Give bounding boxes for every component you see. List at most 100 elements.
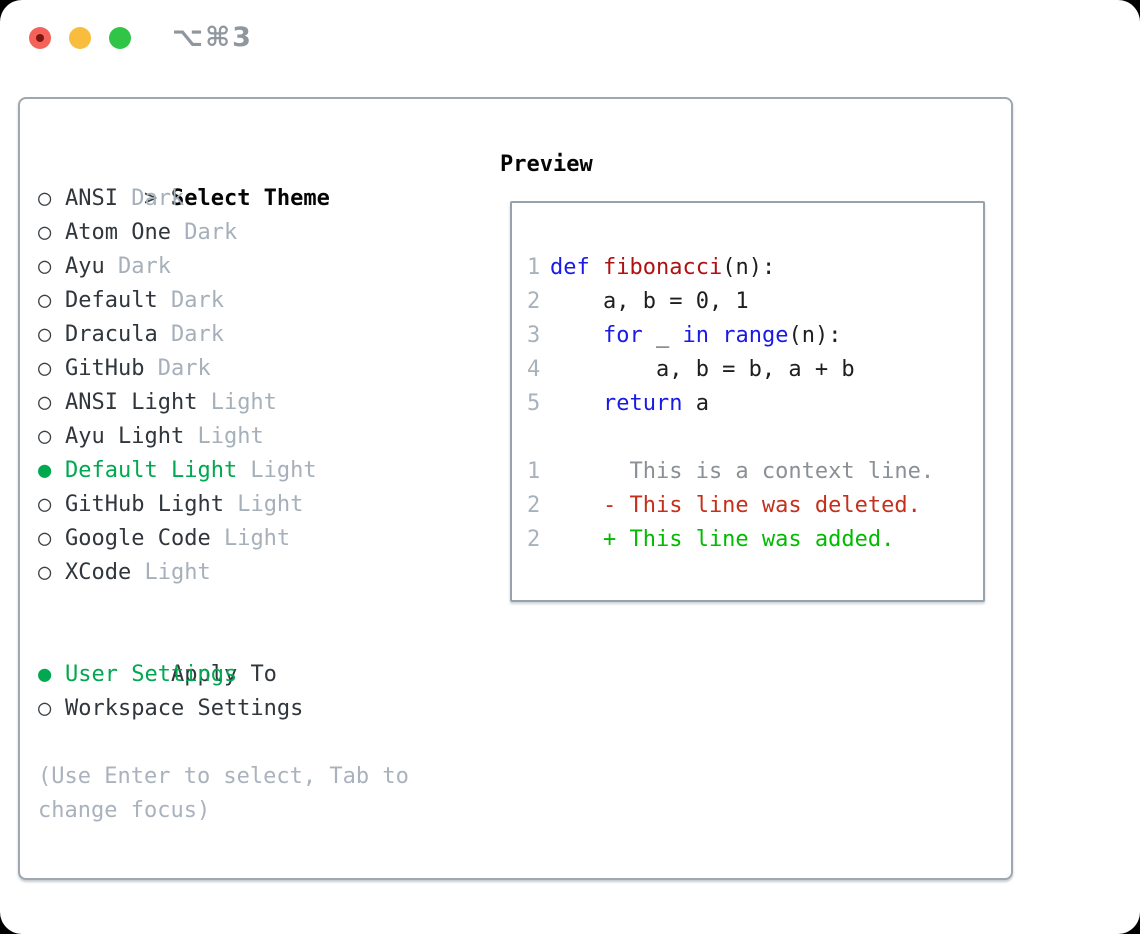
theme-list: ○ANSI Dark○Atom One Dark○Ayu Dark○Defaul… (38, 182, 468, 590)
code-segment: (n): (722, 255, 776, 280)
theme-option-label: XCode (65, 560, 132, 585)
cursor-icon: > (143, 186, 158, 211)
apply-to-list: ● User Settings ○ Workspace Settings (38, 658, 468, 726)
variant-label: Light (184, 424, 264, 449)
code-line: 2 a, b = 0, 1 (527, 285, 983, 319)
theme-option-label: Default (65, 288, 158, 313)
theme-option-label: ANSI (65, 186, 118, 211)
code-segment (550, 323, 603, 348)
code-segment: for (602, 323, 643, 348)
radio-icon: ● (38, 458, 52, 483)
code-segment: a (682, 391, 709, 416)
main-panel: >Select Theme ○ANSI Dark○Atom One Dark○A… (18, 97, 1013, 880)
theme-option[interactable]: ● Default Light Light (38, 454, 468, 488)
theme-list-title: Select Theme (170, 186, 330, 211)
radio-icon: ○ (38, 696, 52, 721)
apply-to-title: Apply To (170, 662, 277, 687)
code-segment: + This line was added. (550, 527, 895, 552)
theme-option-label: Ayu (65, 254, 105, 279)
line-number: 2 (527, 527, 541, 552)
code-line: 2 + This line was added. (527, 523, 983, 557)
theme-option-label: Ayu Light (65, 424, 185, 449)
theme-option[interactable]: ○ Ayu Light Light (38, 420, 468, 454)
theme-option[interactable]: ○ Atom One Dark (38, 216, 468, 250)
code-segment: return (602, 391, 683, 416)
code-line: 3 for _ in range(n): (527, 319, 983, 353)
hint-text: (Use Enter to select, Tab to change focu… (38, 764, 409, 823)
variant-label: Dark (117, 186, 185, 211)
apply-to-header: Apply To (38, 624, 468, 687)
line-number: 5 (527, 391, 541, 416)
code-segment: _ (642, 323, 683, 348)
variant-label: Dark (157, 322, 224, 347)
radio-icon: ○ (38, 492, 52, 517)
radio-icon: ○ (38, 220, 52, 245)
variant-label: Dark (170, 220, 238, 245)
radio-icon: ○ (38, 356, 52, 381)
radio-icon: ○ (38, 186, 52, 211)
spacer (38, 590, 468, 624)
theme-option[interactable]: ○ Default Dark (38, 284, 468, 318)
radio-icon: ○ (38, 322, 52, 347)
code-line: 4 a, b = b, a + b (527, 353, 983, 387)
radio-icon: ○ (38, 288, 52, 313)
theme-option[interactable]: ○GitHub Dark (38, 352, 468, 386)
radio-icon: ○ (38, 390, 52, 415)
theme-list-header: > Select Theme (38, 148, 468, 211)
variant-label: Light (210, 526, 291, 551)
radio-icon: ○ (38, 526, 52, 551)
window-shortcut-label: ⌥⌘3 (172, 22, 253, 53)
code-line: 5 return a (527, 387, 983, 421)
close-dot-icon (36, 34, 44, 42)
theme-column: >Select Theme ○ANSI Dark○Atom One Dark○A… (38, 148, 468, 828)
line-number: 2 (527, 493, 541, 518)
theme-option-label: ANSI Light (65, 390, 198, 415)
variant-label: Light (223, 492, 304, 517)
code-segment: def (550, 255, 590, 280)
theme-option-label: Default Light (65, 458, 238, 483)
variant-label: Light (237, 458, 317, 483)
variant-label: Dark (157, 288, 224, 313)
close-button[interactable] (29, 27, 51, 49)
line-number: 2 (527, 289, 541, 314)
theme-option[interactable]: ○ ANSI Light Light (38, 386, 468, 420)
line-number: 3 (527, 323, 541, 348)
apply-option[interactable]: ○ Workspace Settings (38, 692, 468, 726)
code-segment (709, 323, 722, 348)
theme-option-label: Google Code (65, 526, 211, 551)
theme-option[interactable]: ○ ANSI Dark (38, 182, 468, 216)
theme-option-label: Atom One (65, 220, 171, 245)
radio-icon: ● (38, 662, 52, 687)
theme-option[interactable]: ○Ayu Dark (38, 250, 468, 284)
apply-option-label: User Settings (65, 662, 238, 687)
minimize-button[interactable] (69, 27, 91, 49)
variant-label: Light (131, 560, 211, 585)
code-segment (590, 255, 603, 280)
code-segment (550, 391, 603, 416)
apply-option-label: Workspace Settings (65, 696, 304, 721)
code-segment: - This line was deleted. (550, 493, 921, 518)
apply-option[interactable]: ● User Settings (38, 658, 468, 692)
line-number: 1 (527, 255, 541, 280)
variant-label: Dark (104, 254, 171, 279)
code-segment: (n): (788, 323, 842, 348)
zoom-button[interactable] (109, 27, 131, 49)
code-line: 2 - This line was deleted. (527, 489, 983, 523)
theme-option[interactable]: ○ GitHub Light Light (38, 488, 468, 522)
radio-icon: ○ (38, 424, 52, 449)
variant-label: Light (197, 390, 277, 415)
theme-option[interactable]: ○Dracula Dark (38, 318, 468, 352)
theme-option[interactable]: ○ XCode Light (38, 556, 468, 590)
code-segment: This is a context line. (550, 459, 935, 484)
preview-title: Preview (500, 152, 593, 177)
line-number: 4 (527, 357, 541, 382)
radio-icon: ○ (38, 560, 52, 585)
code-segment: range (722, 323, 789, 348)
code-segment: a, b = 0, 1 (550, 289, 749, 314)
code-segment: a, b = b, a + b (550, 357, 855, 382)
theme-option[interactable]: ○ Google Code Light (38, 522, 468, 556)
theme-option-label: GitHub Light (65, 492, 224, 517)
